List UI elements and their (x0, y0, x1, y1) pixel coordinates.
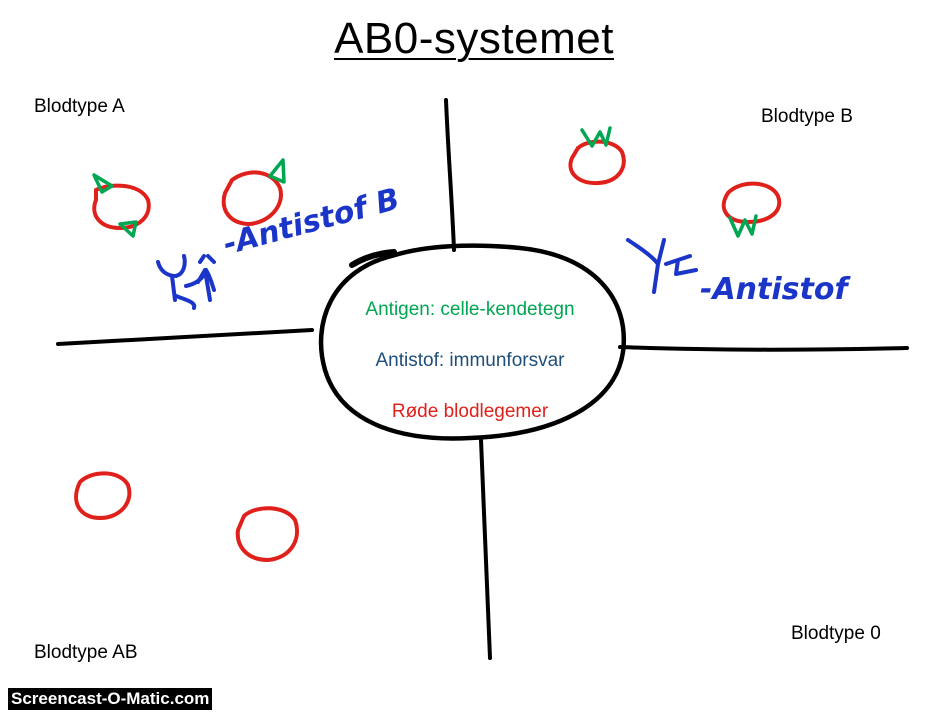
axis-top-line (444, 98, 456, 252)
watermark: Screencast-O-Matic.com (8, 688, 213, 710)
annotation-antistof: -Antistof (700, 272, 848, 307)
legend-antigen: Antigen: celle-kendetegn (365, 299, 575, 320)
label-blodtype-b: Blodtype B (761, 106, 853, 127)
legend-antibody: Antistof: immunforsvar (375, 350, 565, 371)
oval-overstroke (349, 249, 397, 268)
label-blodtype-0: Blodtype 0 (791, 623, 881, 644)
antibody-left (156, 254, 216, 310)
axis-left-line (56, 328, 314, 346)
red-cell-ab2 (235, 506, 299, 563)
antigen-b-marker (580, 126, 612, 148)
label-blodtype-a: Blodtype A (34, 96, 125, 117)
axis-right-line (618, 345, 909, 352)
antigen-a-marker (92, 173, 114, 194)
red-cell-b2 (721, 181, 782, 238)
center-oval (318, 243, 627, 441)
red-cell-a2 (221, 158, 286, 227)
red-cell-b1 (568, 126, 626, 186)
red-cell-a1 (92, 173, 151, 238)
antigen-a-marker (118, 220, 138, 238)
slide-title: AB0-systemet (334, 14, 614, 63)
antibody-right (626, 238, 698, 294)
red-cell-ab1 (74, 471, 132, 521)
label-blodtype-ab: Blodtype AB (34, 642, 138, 663)
antigen-a-marker (268, 158, 286, 184)
antigen-b-marker (728, 214, 758, 238)
axis-bottom-line (479, 438, 492, 660)
legend-red-cells: Røde blodlegemer (391, 401, 549, 422)
